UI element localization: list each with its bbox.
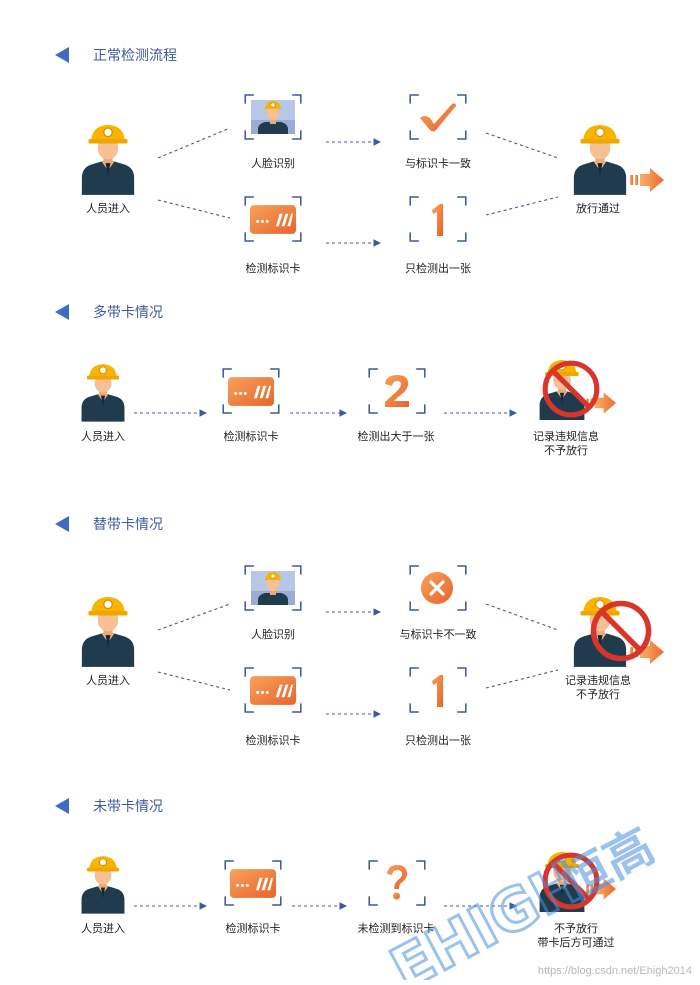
label-face: 人脸识别 bbox=[251, 157, 295, 170]
check-icon bbox=[420, 103, 456, 132]
face-photo-icon bbox=[251, 99, 295, 135]
label-none: 未检测到标识卡 bbox=[357, 922, 435, 935]
label-result-line1: 记录违规信息 bbox=[565, 674, 631, 687]
source-url: https://blog.csdn.net/Ehigh2014 bbox=[537, 965, 692, 977]
worker-icon bbox=[572, 120, 628, 195]
label-face: 人脸识别 bbox=[251, 628, 295, 641]
label-person: 人员进入 bbox=[86, 674, 130, 687]
label-one: 只检测出一张 bbox=[405, 262, 471, 275]
worker-icon bbox=[80, 120, 136, 195]
section-title: 多带卡情况 bbox=[93, 305, 163, 321]
label-mismatch: 与标识卡不一致 bbox=[399, 628, 477, 641]
label-person: 人员进入 bbox=[81, 430, 125, 443]
section-normal-header: 正常检测流程 bbox=[55, 45, 177, 65]
label-card: 检测标识卡 bbox=[245, 262, 301, 275]
label-result-line2: 带卡后方可通过 bbox=[537, 936, 615, 949]
prohibited-icon bbox=[540, 850, 602, 912]
worker-icon bbox=[80, 592, 136, 667]
section-title: 替带卡情况 bbox=[93, 517, 163, 533]
id-card-icon bbox=[230, 869, 276, 898]
prohibited-icon bbox=[540, 358, 602, 420]
label-result-line2: 不予放行 bbox=[544, 444, 588, 457]
worker-icon bbox=[80, 852, 126, 914]
label-result-line1: 不予放行 bbox=[554, 922, 598, 935]
label-one: 只检测出一张 bbox=[405, 734, 471, 747]
label-card: 检测标识卡 bbox=[223, 430, 279, 443]
label-two: 检测出大于一张 bbox=[357, 430, 435, 443]
label-match: 与标识卡一致 bbox=[405, 157, 471, 170]
label-card: 检测标识卡 bbox=[225, 922, 281, 935]
triangle-marker-icon bbox=[55, 47, 69, 63]
id-card-icon bbox=[250, 205, 296, 234]
triangle-marker-icon bbox=[55, 798, 69, 814]
id-card-icon bbox=[250, 676, 296, 705]
label-result-line1: 记录违规信息 bbox=[533, 430, 599, 443]
label-card: 检测标识卡 bbox=[245, 734, 301, 747]
section-substitute-card-header: 替带卡情况 bbox=[55, 514, 163, 534]
label-result: 放行通过 bbox=[576, 202, 620, 215]
number-one-icon bbox=[432, 204, 443, 236]
label-result-line2: 不予放行 bbox=[576, 688, 620, 701]
question-mark-icon bbox=[387, 865, 407, 900]
face-photo-icon bbox=[251, 570, 295, 606]
id-card-icon bbox=[228, 377, 274, 406]
triangle-marker-icon bbox=[55, 516, 69, 532]
prohibited-icon bbox=[588, 598, 654, 664]
label-person: 人员进入 bbox=[86, 202, 130, 215]
section-multi-card-header: 多带卡情况 bbox=[55, 302, 163, 322]
number-two-icon bbox=[385, 375, 409, 407]
pass-arrow-icon bbox=[630, 168, 664, 192]
section-title: 未带卡情况 bbox=[93, 799, 163, 815]
label-person: 人员进入 bbox=[81, 922, 125, 935]
cross-icon bbox=[421, 572, 453, 604]
worker-icon bbox=[80, 360, 126, 422]
number-one-icon bbox=[432, 675, 443, 707]
triangle-marker-icon bbox=[55, 304, 69, 320]
section-no-card-header: 未带卡情况 bbox=[55, 796, 163, 816]
section-title: 正常检测流程 bbox=[93, 48, 177, 64]
